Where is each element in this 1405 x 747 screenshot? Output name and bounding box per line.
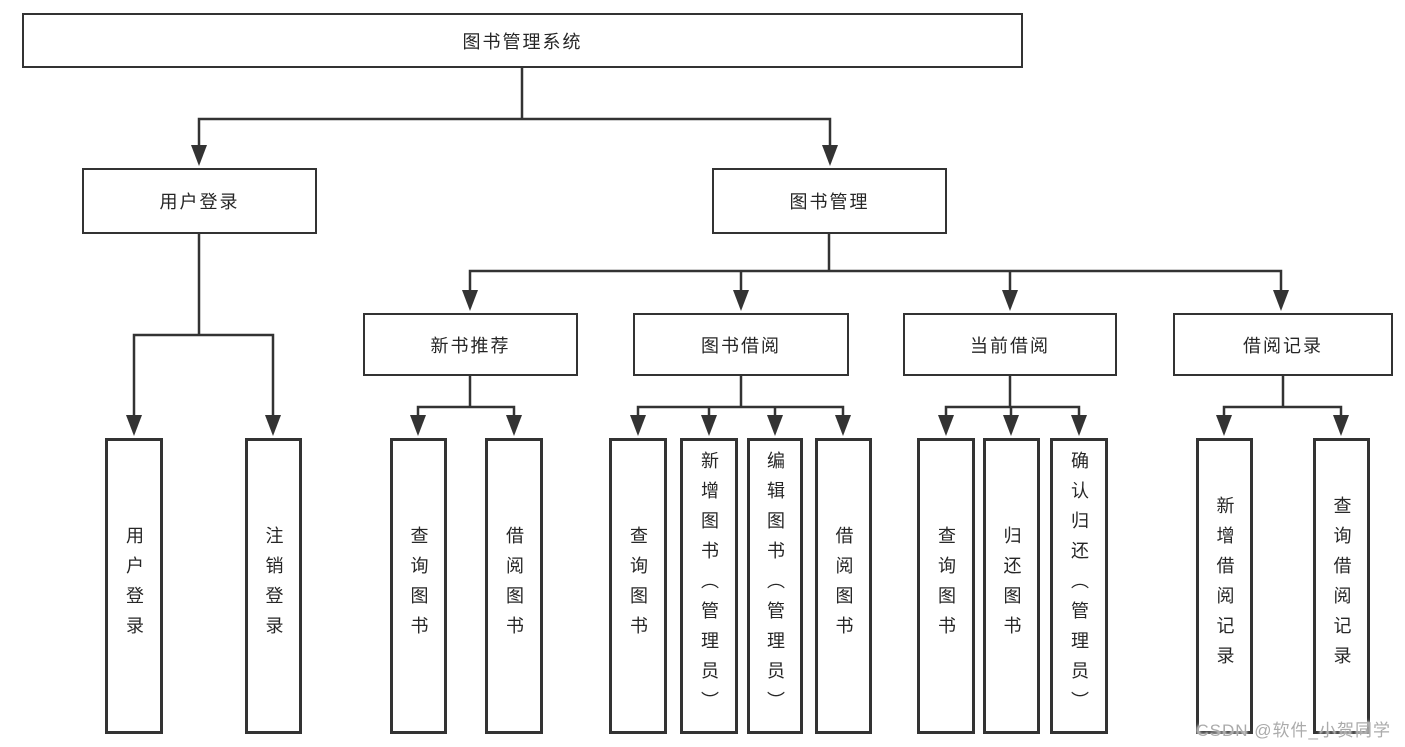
csdn-watermark: CSDN @软件_小贺同学 [1196, 721, 1391, 740]
leaf-add-books-admin: 新增图书（管理员） [680, 438, 738, 734]
node-label: 用户登录 [124, 526, 144, 646]
leaf-confirm-return-admin: 确认归还（管理员） [1050, 438, 1108, 734]
node-label: 注销登录 [263, 526, 284, 646]
node-label: 用户登录 [159, 192, 240, 212]
node-label: 新增图书（管理员） [699, 451, 719, 721]
node-label: 归还图书 [1001, 526, 1022, 646]
leaf-edit-books-admin: 编辑图书（管理员） [747, 438, 803, 734]
leaf-query-books-borrow: 查询图书 [609, 438, 667, 734]
leaf-query-books-current: 查询图书 [917, 438, 975, 734]
node-label: 借阅图书 [833, 526, 854, 646]
node-user-login-module: 用户登录 [82, 168, 317, 234]
node-label: 查询图书 [628, 526, 648, 646]
leaf-return-books: 归还图书 [983, 438, 1040, 734]
node-label: 新增借阅记录 [1214, 496, 1235, 676]
node-label: 编辑图书（管理员） [765, 451, 785, 721]
node-label: 新书推荐 [430, 335, 511, 356]
leaf-logout: 注销登录 [245, 438, 302, 734]
node-label: 查询图书 [936, 526, 956, 646]
node-label: 查询借阅记录 [1331, 496, 1352, 676]
node-root-system: 图书管理系统 [22, 13, 1023, 68]
leaf-user-login: 用户登录 [105, 438, 163, 734]
node-label: 借阅记录 [1243, 335, 1323, 356]
arrowheads [126, 145, 1349, 436]
node-label: 图书管理系统 [462, 31, 583, 52]
leaf-query-books-recommend: 查询图书 [390, 438, 447, 734]
node-label: 确认归还（管理员） [1069, 451, 1089, 721]
node-label: 图书管理 [789, 192, 870, 212]
node-label: 借阅图书 [504, 526, 524, 646]
node-new-book-recommend: 新书推荐 [363, 313, 578, 376]
leaf-borrow-books: 借阅图书 [815, 438, 872, 734]
leaf-add-borrow-record: 新增借阅记录 [1196, 438, 1253, 734]
node-current-borrowing: 当前借阅 [903, 313, 1117, 376]
leaf-query-borrow-record: 查询借阅记录 [1313, 438, 1370, 734]
node-label: 查询图书 [408, 526, 429, 646]
node-label: 当前借阅 [970, 335, 1050, 356]
node-book-management-module: 图书管理 [712, 168, 947, 234]
node-book-borrowing: 图书借阅 [633, 313, 849, 376]
node-borrowing-records: 借阅记录 [1173, 313, 1393, 376]
node-label: 图书借阅 [701, 335, 781, 356]
leaf-borrow-books-recommend: 借阅图书 [485, 438, 543, 734]
